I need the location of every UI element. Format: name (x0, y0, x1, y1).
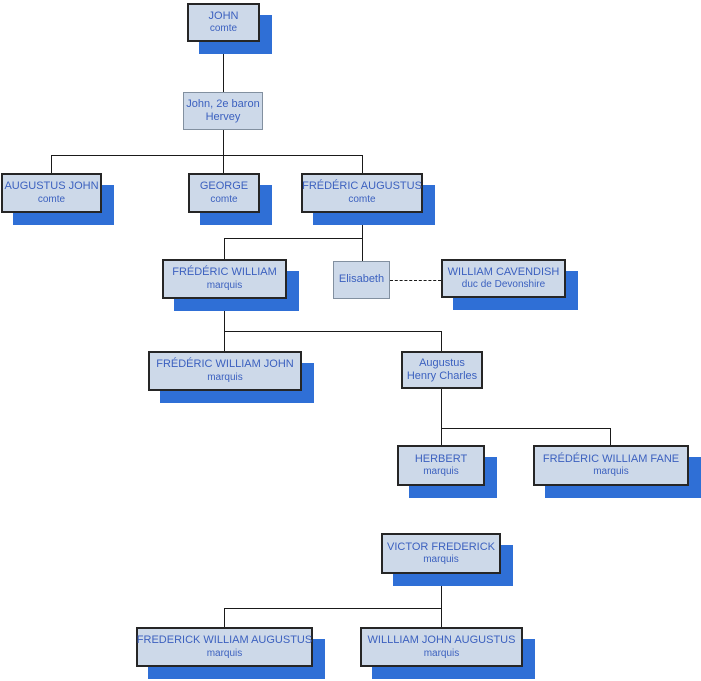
connector-drop-augustus-henry (441, 331, 442, 351)
person-name: Augustus (419, 356, 465, 369)
person-name: JOHN (208, 9, 239, 22)
node-george[interactable]: GEORGE comte (188, 173, 260, 213)
person-name: Elisabeth (338, 273, 385, 286)
person-title: marquis (593, 466, 629, 478)
connector-drop-augustus-john (51, 155, 52, 173)
person-name: John, 2e baron (186, 97, 260, 110)
person-name: FRÉDÉRIC WILLIAM (172, 266, 277, 279)
connector-hervey-down (223, 130, 224, 173)
person-name: WILLLIAM JOHN AUGUSTUS (367, 634, 516, 647)
connector-frederic-william-down (224, 299, 225, 351)
person-title: duc de Devonshire (461, 279, 546, 291)
node-herbert[interactable]: HERBERT marquis (397, 445, 485, 486)
person-name: VICTOR FREDERICK (387, 540, 495, 553)
person-title: marquis (423, 647, 460, 659)
connector-bus-gen6 (441, 428, 611, 429)
connector-bus-gen8 (224, 608, 442, 609)
node-frederic-william[interactable]: FRÉDÉRIC WILLIAM marquis (162, 259, 287, 299)
node-frederic-william-john[interactable]: FRÉDÉRIC WILLIAM JOHN marquis (148, 351, 302, 391)
connector-drop-frederic-william (224, 238, 225, 259)
connector-drop-frederic-augustus (362, 155, 363, 173)
person-title: marquis (206, 647, 243, 659)
connector-bus-gen5 (224, 331, 442, 332)
node-frederick-william-augustus[interactable]: FREDERICK WILLIAM AUGUSTUS marquis (136, 627, 313, 667)
node-augustus-henry-charles[interactable]: Augustus Henry Charles (401, 351, 483, 389)
person-name: WILLIAM CAVENDISH (447, 265, 560, 278)
connector-drop-frederick-william-augustus (224, 608, 225, 627)
connector-bus-gen4 (224, 238, 363, 239)
person-title: marquis (423, 554, 459, 566)
person-name: FRÉDÉRIC WILLIAM FANE (542, 452, 680, 465)
connector-john-hervey (223, 42, 224, 92)
person-name: FREDERICK WILLIAM AUGUSTUS (136, 634, 313, 647)
node-augustus-john[interactable]: AUGUSTUS JOHN comte (1, 173, 102, 213)
person-title: marquis (423, 466, 459, 478)
person-name: GEORGE (199, 180, 249, 193)
connector-drop-frederic-william-fane (610, 428, 611, 445)
node-elisabeth[interactable]: Elisabeth (333, 261, 390, 299)
connector-frederic-augustus-down (362, 213, 363, 261)
node-john[interactable]: JOHN comte (187, 3, 260, 42)
connector-victor-frederick-down (441, 574, 442, 627)
person-name: AUGUSTUS JOHN (4, 180, 99, 193)
person-title: marquis (207, 371, 243, 383)
node-frederic-william-fane[interactable]: FRÉDÉRIC WILLIAM FANE marquis (533, 445, 689, 486)
person-title: comte (209, 23, 238, 35)
person-title: comte (348, 193, 376, 205)
person-name: FRÉDÉRIC WILLIAM JOHN (156, 358, 294, 371)
connector-augustus-henry-down (441, 389, 442, 445)
node-frederic-augustus[interactable]: FRÉDÉRIC AUGUSTUS comte (301, 173, 423, 213)
node-willliam-john-augustus[interactable]: WILLLIAM JOHN AUGUSTUS marquis (360, 627, 523, 667)
person-title: comte (37, 193, 66, 205)
node-william-cavendish[interactable]: WILLIAM CAVENDISH duc de Devonshire (441, 259, 566, 298)
person-title: marquis (206, 279, 243, 291)
node-john-2e-baron-hervey[interactable]: John, 2e baron Hervey (183, 92, 263, 130)
person-title: comte (210, 193, 238, 205)
person-title: Hervey (205, 111, 241, 123)
connector-marriage-dashed (390, 280, 441, 281)
person-name: FRÉDÉRIC AUGUSTUS (302, 180, 422, 193)
person-name: HERBERT (414, 452, 468, 465)
node-victor-frederick[interactable]: VICTOR FREDERICK marquis (381, 533, 501, 574)
person-title: Henry Charles (406, 370, 478, 382)
connector-bus-gen3 (51, 155, 363, 156)
